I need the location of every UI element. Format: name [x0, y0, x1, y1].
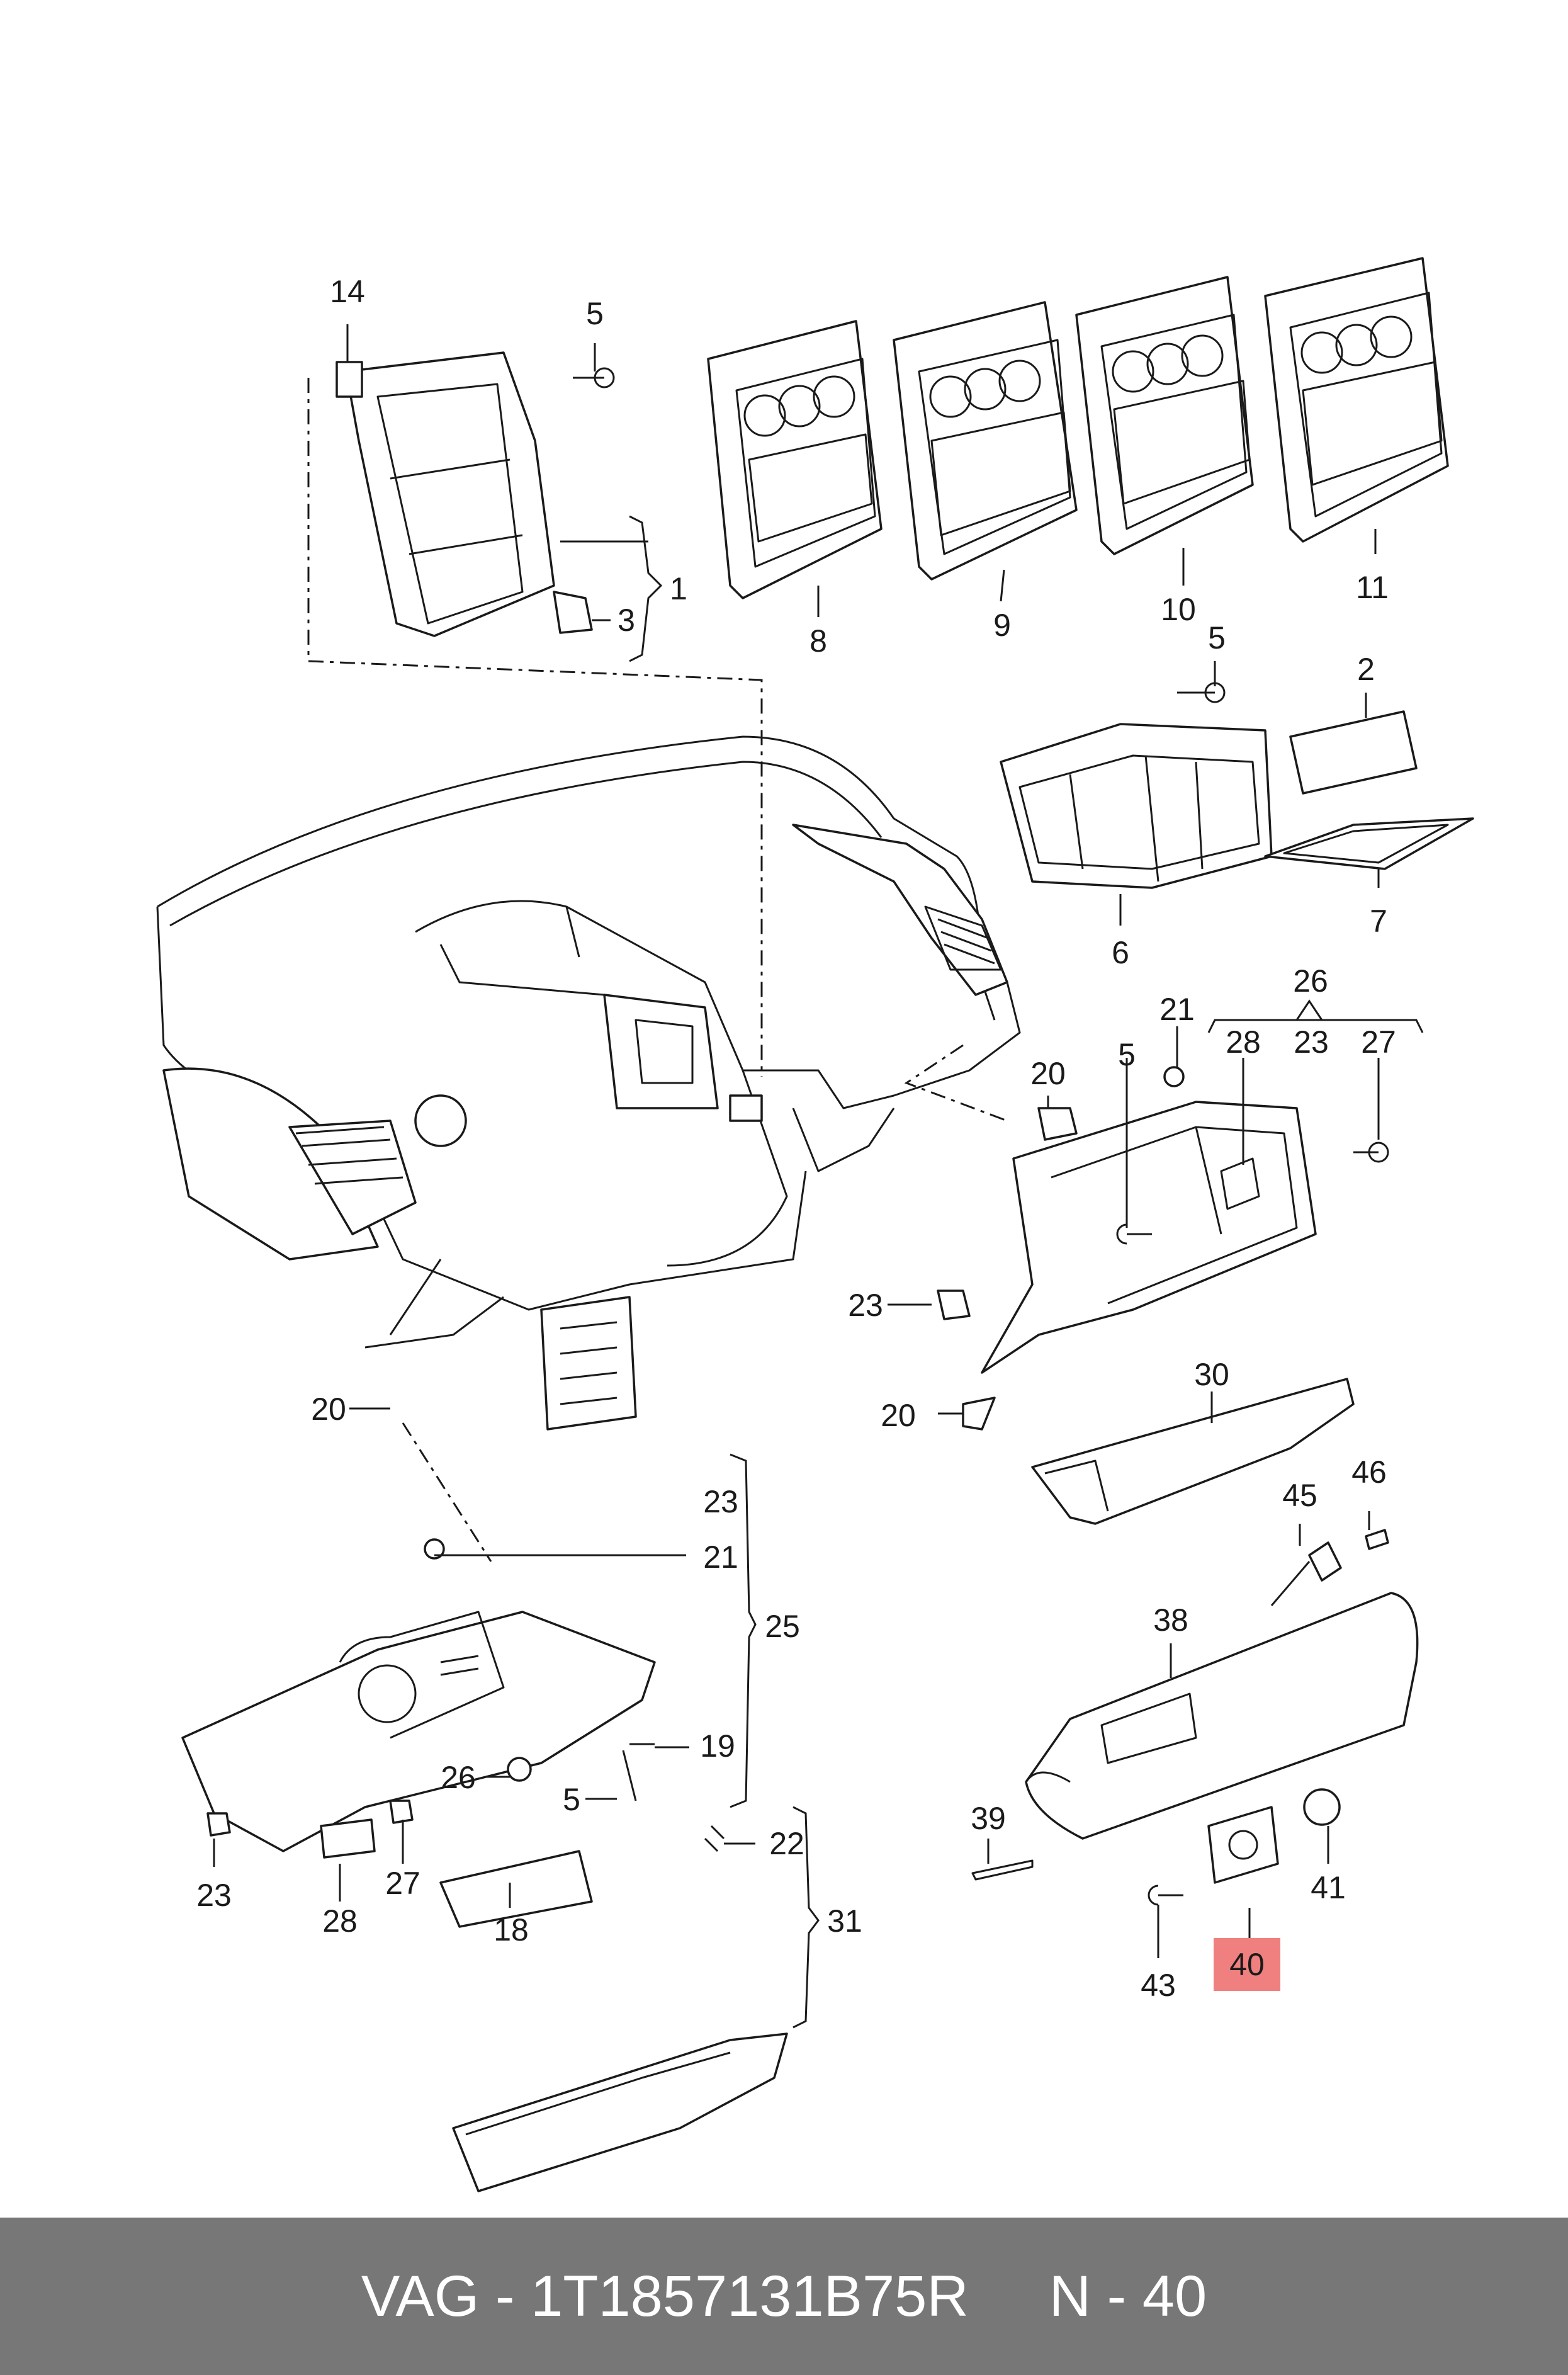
- callout-32: 27: [1361, 1024, 1396, 1060]
- footer-brand: VAG: [361, 2264, 480, 2328]
- callout-27: 27: [385, 1866, 420, 1901]
- storage-tray-illustration: [1031, 1378, 1355, 1525]
- footer-position-prefix: N -: [1049, 2264, 1142, 2328]
- callout-30: 31: [827, 1903, 862, 1939]
- highlight-box: [1214, 1938, 1280, 1991]
- dashboard-illustration: [156, 735, 1021, 1431]
- glovebox-lower-illustration: [181, 1538, 788, 2192]
- footer-position: 40: [1142, 2264, 1207, 2328]
- callout-5d: 5: [563, 1782, 580, 1817]
- callout-1: 1: [670, 571, 687, 606]
- callout-45: 45: [1282, 1478, 1317, 1513]
- guide-lines: [307, 378, 1008, 1562]
- callout-46: 46: [1351, 1454, 1387, 1490]
- glovebox-lid-illustration: [971, 1529, 1419, 1906]
- callout-20: 20: [1030, 1056, 1066, 1091]
- callout-5: 5: [586, 296, 604, 331]
- callout-23: 23: [1294, 1024, 1329, 1060]
- callout-2: 2: [1357, 652, 1375, 687]
- callout-35: 30: [1194, 1357, 1229, 1392]
- callout-20c: 20: [311, 1392, 346, 1427]
- callout-20b: 20: [881, 1398, 916, 1433]
- callout-5b: 5: [1208, 620, 1226, 655]
- callout-40: 40: [1229, 1947, 1265, 1982]
- callout-labels: 14 5 1 3 8 9 10 11 5 2 6 7 26 21 28 23 2…: [196, 274, 1396, 2003]
- callout-10: 10: [1161, 592, 1196, 627]
- highlighted-callout-40[interactable]: 40: [1214, 1938, 1280, 1991]
- callout-21b: 21: [703, 1539, 738, 1575]
- callout-22: 22: [769, 1826, 804, 1861]
- footer-part-number: 1T1857131B75R: [531, 2264, 969, 2328]
- trim-panels-illustration: [707, 257, 1449, 599]
- callout-5c: 5: [1118, 1037, 1136, 1072]
- mounting-frame-illustration: [336, 351, 615, 637]
- footer-bar: VAG - 1T1857131B75R N - 40: [0, 2218, 1568, 2375]
- callout-23d: 23: [196, 1878, 232, 1913]
- radio-bracket-illustration: [1000, 682, 1474, 889]
- callout-38: 38: [1153, 1602, 1188, 1638]
- callout-41: 41: [1311, 1870, 1346, 1905]
- callout-3: 3: [618, 603, 635, 638]
- callout-43: 43: [1141, 1968, 1176, 2003]
- callout-18: 18: [494, 1912, 529, 1947]
- footer-gap: [969, 2264, 1049, 2330]
- callout-8: 8: [809, 623, 827, 659]
- callout-14: 14: [330, 274, 365, 309]
- callout-25: 25: [765, 1609, 800, 1644]
- callout-39: 39: [971, 1801, 1006, 1836]
- callout-11: 11: [1356, 570, 1389, 605]
- callout-7: 7: [1370, 904, 1387, 939]
- callout-19: 19: [700, 1728, 735, 1764]
- callout-33: 28: [1226, 1024, 1261, 1060]
- callout-21: 21: [1159, 992, 1195, 1027]
- callout-6: 6: [1112, 935, 1129, 970]
- callout-31: 26: [1293, 963, 1328, 999]
- callout-26: 26: [441, 1760, 476, 1795]
- leader-lines: [213, 324, 1380, 1958]
- callout-28: 28: [322, 1903, 358, 1939]
- group-brackets: [629, 515, 1424, 2029]
- glovebox-right-illustration: [937, 1066, 1389, 1431]
- callout-23c: 23: [703, 1484, 738, 1519]
- callout-9: 9: [993, 608, 1011, 643]
- callout-23b: 23: [848, 1288, 883, 1323]
- footer-separator: -: [479, 2264, 531, 2328]
